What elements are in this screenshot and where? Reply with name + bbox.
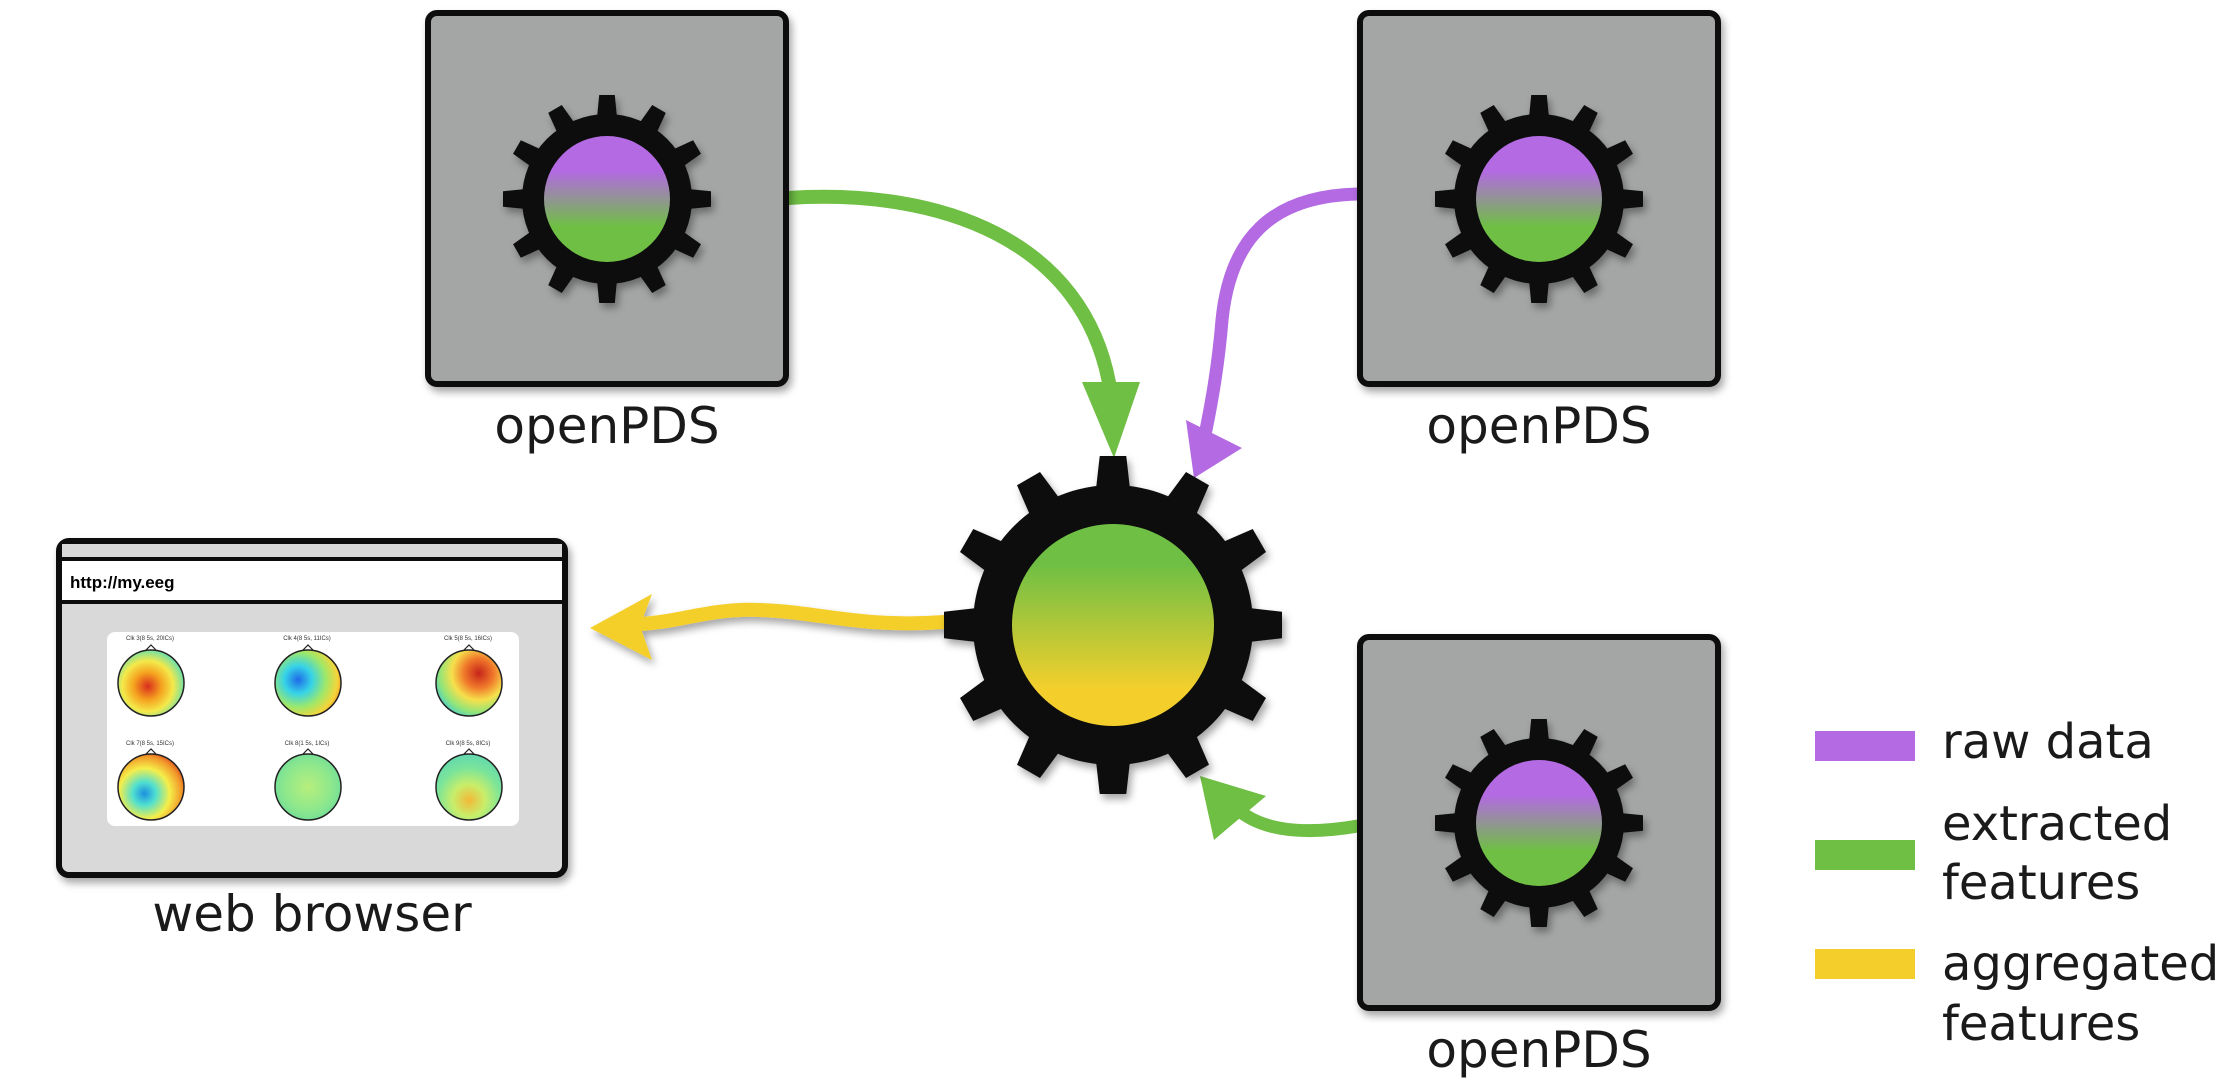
browser-node: http://my.eeg Clk 3(8 5s, 20ICs) Clk 4(8…	[56, 538, 568, 943]
legend-swatch-aggregated	[1815, 949, 1915, 979]
node-label: web browser	[152, 885, 472, 943]
legend-swatch-raw	[1815, 731, 1915, 761]
node-label: openPDS	[1426, 397, 1651, 455]
aggregator-node	[944, 456, 1282, 794]
legend-label: features	[1942, 996, 2140, 1052]
browser-url: http://my.eeg	[70, 573, 175, 592]
legend-label: extracted	[1942, 796, 2172, 852]
legend-item-extracted: extracted features	[1815, 796, 2172, 911]
map-title: Clk 8(1 5s, 1ICs)	[285, 741, 330, 747]
arrow-extracted-bottom-right	[1200, 776, 1365, 840]
gear-icon	[1435, 95, 1643, 303]
map-title: Clk 4(8 5s, 11ICs)	[283, 636, 331, 642]
legend-label: aggregated	[1942, 936, 2219, 992]
legend-label: raw data	[1942, 714, 2154, 770]
pds-node-top-right: openPDS	[1357, 10, 1721, 455]
eeg-map-1: Clk 3(8 5s, 20ICs)	[117, 636, 185, 717]
map-title: Clk 3(8 5s, 20ICs)	[126, 636, 174, 642]
legend-item-raw: raw data	[1815, 714, 2154, 770]
gear-icon	[1435, 719, 1643, 927]
map-title: Clk 7(8 5s, 15ICs)	[126, 741, 174, 747]
eeg-map-5: Clk 8(1 5s, 1ICs)	[274, 741, 342, 821]
arrow-raw-top-right	[1186, 187, 1365, 478]
map-title: Clk 5(8 5s, 16ICs)	[444, 636, 492, 642]
legend-item-aggregated: aggregated features	[1815, 936, 2219, 1052]
eeg-map-4: Clk 7(8 5s, 15ICs)	[117, 741, 185, 821]
legend-label: features	[1942, 855, 2140, 911]
pds-node-bottom-right: openPDS	[1357, 634, 1721, 1079]
arrow-extracted-top-left	[781, 189, 1140, 458]
pds-node-top-left: openPDS	[425, 10, 789, 455]
arrow-aggregated-to-browser	[590, 594, 951, 660]
eeg-map-2: Clk 4(8 5s, 11ICs)	[274, 636, 342, 717]
node-label: openPDS	[1426, 1021, 1651, 1079]
eeg-map-6: Clk 9(8 5s, 8ICs)	[435, 741, 503, 821]
browser-tab-strip	[62, 544, 562, 556]
browser-address-bar	[62, 561, 562, 600]
legend: raw data extracted features aggregated f…	[1815, 714, 2219, 1052]
browser-content	[107, 632, 519, 826]
legend-swatch-extracted	[1815, 840, 1915, 870]
eeg-map-3: Clk 5(8 5s, 16ICs)	[435, 636, 503, 717]
map-title: Clk 9(8 5s, 8ICs)	[446, 741, 491, 747]
gear-icon	[944, 456, 1282, 794]
gear-icon	[503, 95, 711, 303]
node-label: openPDS	[494, 397, 719, 455]
